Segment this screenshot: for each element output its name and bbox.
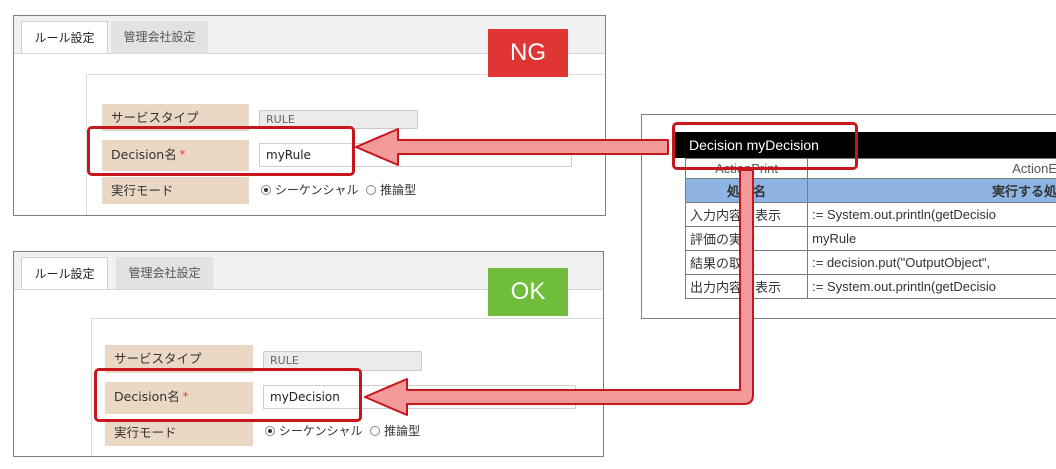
decision-name-label-text: Decision名 [111, 147, 177, 162]
radio-sequential-label: シーケンシャル [274, 183, 359, 197]
radio-inference-label: 推論型 [384, 424, 421, 438]
radio-inference-label: 推論型 [380, 183, 417, 197]
table-cell: := System.out.println(getDecisio [807, 202, 1056, 227]
exec-mode-radio-group: シーケンシャル 推論型 [261, 183, 416, 197]
tab-rule-settings[interactable]: ルール設定 [21, 257, 108, 289]
radio-sequential[interactable] [261, 185, 271, 195]
ok-badge: OK [488, 268, 568, 316]
table-header-cell: 実行する処 [807, 178, 1056, 203]
arrow-to-ng-field-icon [355, 128, 669, 166]
declaration-highlight-box [672, 122, 858, 170]
tab-management-company-settings[interactable]: 管理会社設定 [111, 21, 208, 53]
radio-inference[interactable] [370, 426, 381, 436]
tab-management-company-settings[interactable]: 管理会社設定 [116, 257, 213, 289]
radio-inference[interactable] [366, 185, 377, 195]
exec-mode-label: 実行モード [102, 177, 249, 204]
required-mark: * [179, 148, 186, 161]
tab-rule-settings[interactable]: ルール設定 [21, 21, 108, 53]
table-subheader-cell: ActionE [807, 158, 1056, 179]
table-cell: := System.out.println(getDecisio [807, 274, 1056, 299]
decision-name-label: Decision名* [105, 382, 253, 414]
ok-highlight-box [94, 368, 362, 422]
exec-mode-label: 実行モード [105, 419, 253, 446]
radio-sequential-label: シーケンシャル [278, 424, 363, 438]
radio-sequential[interactable] [265, 426, 275, 436]
decision-name-label-text: Decision名 [114, 389, 180, 404]
decision-declaration: Decision myDecision [675, 132, 1056, 158]
ng-badge: NG [488, 29, 568, 77]
decision-name-label: Decision名* [102, 140, 249, 171]
arrow-to-ok-field-icon [364, 169, 754, 416]
table-cell: myRule [807, 226, 1056, 251]
exec-mode-radio-group: シーケンシャル 推論型 [265, 424, 420, 438]
required-mark: * [182, 390, 189, 403]
ng-highlight-box [87, 126, 355, 176]
